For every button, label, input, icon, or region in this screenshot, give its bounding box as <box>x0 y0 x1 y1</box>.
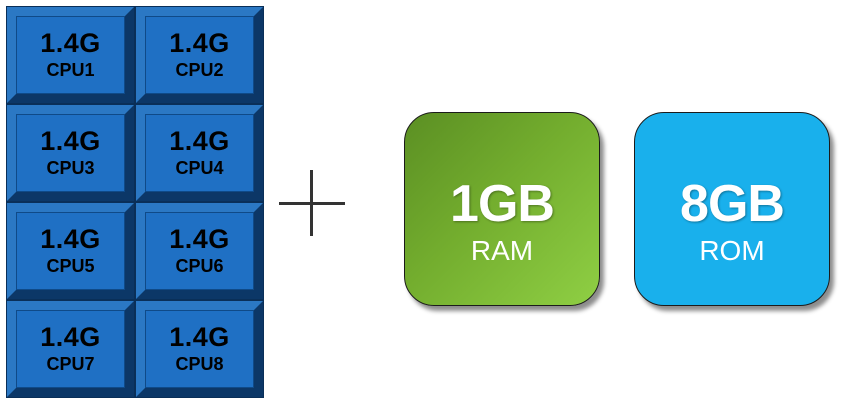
cpu-speed: 1.4G <box>40 126 101 156</box>
cpu-chip: 1.4G CPU6 <box>135 202 264 300</box>
cpu-name: CPU1 <box>46 60 95 80</box>
cpu-speed: 1.4G <box>169 126 230 156</box>
cpu-chip: 1.4G CPU8 <box>135 300 264 398</box>
cpu-chip-face: 1.4G CPU8 <box>145 310 254 388</box>
cpu-chip-face: 1.4G CPU3 <box>16 114 125 192</box>
cpu-chip: 1.4G CPU1 <box>6 6 135 104</box>
cpu-chip-face: 1.4G CPU6 <box>145 212 254 290</box>
cpu-speed: 1.4G <box>169 224 230 254</box>
cpu-speed: 1.4G <box>40 322 101 352</box>
ram-label: RAM <box>470 235 534 266</box>
rom-tile: 8GB ROM <box>634 112 830 306</box>
cpu-speed: 1.4G <box>40 224 101 254</box>
plus-icon-vertical-bar <box>310 170 313 236</box>
ram-size: 1GB <box>450 175 555 233</box>
cpu-name: CPU7 <box>46 354 95 374</box>
cpu-name: CPU6 <box>175 256 224 276</box>
cpu-name: CPU3 <box>46 158 95 178</box>
cpu-name: CPU4 <box>175 158 224 178</box>
plus-icon <box>279 170 345 236</box>
cpu-name: CPU2 <box>175 60 224 80</box>
cpu-chip: 1.4G CPU2 <box>135 6 264 104</box>
cpu-chip-face: 1.4G CPU1 <box>16 16 125 94</box>
rom-size: 8GB <box>680 175 785 233</box>
cpu-grid: 1.4G CPU1 1.4G CPU2 1.4G CPU3 1.4G CPU4 … <box>6 6 264 398</box>
cpu-chip: 1.4G CPU4 <box>135 104 264 202</box>
cpu-chip-face: 1.4G CPU7 <box>16 310 125 388</box>
cpu-chip: 1.4G CPU5 <box>6 202 135 300</box>
cpu-chip: 1.4G CPU3 <box>6 104 135 202</box>
cpu-speed: 1.4G <box>169 28 230 58</box>
cpu-chip-face: 1.4G CPU2 <box>145 16 254 94</box>
ram-tile: 1GB RAM <box>404 112 600 306</box>
cpu-chip-face: 1.4G CPU5 <box>16 212 125 290</box>
rom-label: ROM <box>699 235 765 266</box>
cpu-name: CPU5 <box>46 256 95 276</box>
cpu-chip: 1.4G CPU7 <box>6 300 135 398</box>
cpu-name: CPU8 <box>175 354 224 374</box>
cpu-chip-face: 1.4G CPU4 <box>145 114 254 192</box>
cpu-speed: 1.4G <box>169 322 230 352</box>
cpu-speed: 1.4G <box>40 28 101 58</box>
